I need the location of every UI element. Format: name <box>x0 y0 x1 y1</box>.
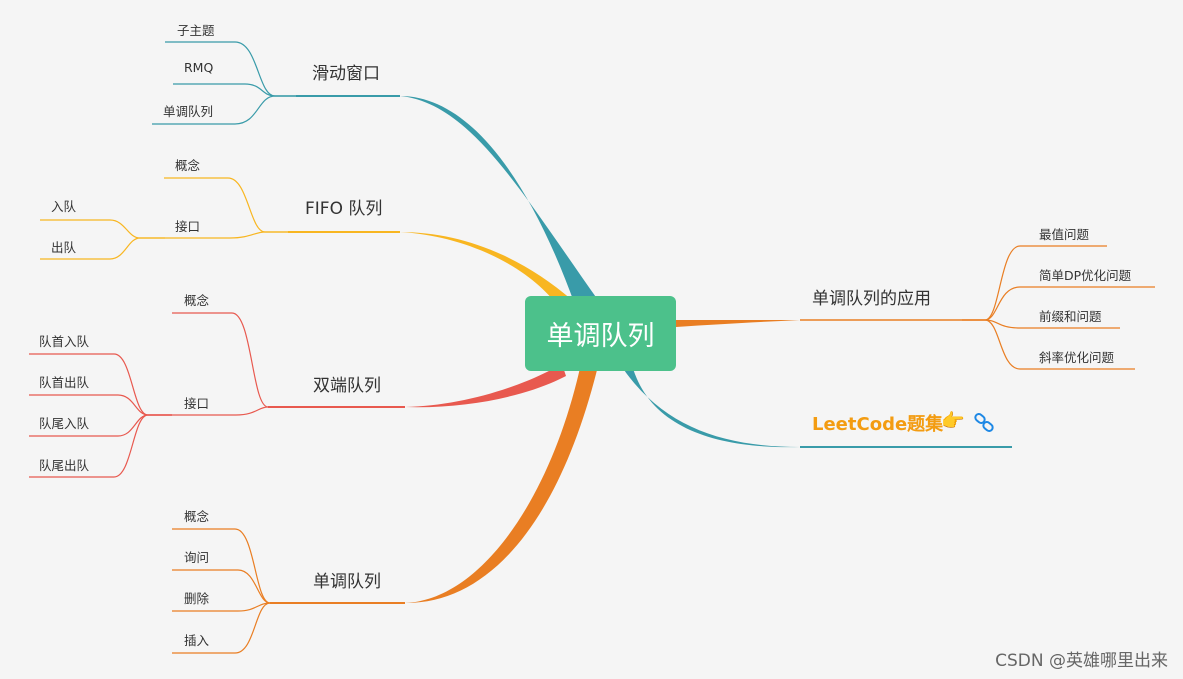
subtopic-deque-interface[interactable]: 接口 <box>184 396 210 411</box>
topic-sliding-window[interactable]: 滑动窗口 <box>312 64 380 84</box>
pointing-hand-icon: 👉 <box>941 410 965 432</box>
subtopic-mono-delete[interactable]: 删除 <box>184 591 210 606</box>
subtopic-fifo-enqueue[interactable]: 入队 <box>51 199 77 214</box>
branch-leetcode-main <box>620 364 800 448</box>
sliding-window-connectors <box>152 41 296 125</box>
subtopic-app-extremum[interactable]: 最值问题 <box>1039 227 1090 242</box>
subtopic-fifo-concept[interactable]: 概念 <box>175 158 201 173</box>
topic-application[interactable]: 单调队列的应用 <box>812 289 931 309</box>
mono-connectors <box>172 528 271 654</box>
subtopic-sliding-window-3[interactable]: 单调队列 <box>163 104 214 119</box>
subtopic-app-dp[interactable]: 简单DP优化问题 <box>1039 268 1132 283</box>
subtopic-deque-concept[interactable]: 概念 <box>184 293 210 308</box>
subtopic-sliding-window-2[interactable]: RMQ <box>184 60 214 75</box>
topic-monotone-queue[interactable]: 单调队列 <box>313 572 381 592</box>
branch-fifo-main <box>400 232 572 312</box>
link-icon[interactable] <box>973 413 995 433</box>
subtopic-mono-concept[interactable]: 概念 <box>184 509 210 524</box>
subtopic-mono-insert[interactable]: 插入 <box>184 633 210 648</box>
subtopic-mono-query[interactable]: 询问 <box>184 550 210 565</box>
subtopic-deque-push-front[interactable]: 队首入队 <box>39 334 90 349</box>
subtopic-app-prefix-sum[interactable]: 前缀和问题 <box>1039 309 1102 324</box>
branch-sliding-window-main <box>400 96 598 305</box>
application-connectors <box>962 245 1155 370</box>
subtopic-fifo-interface[interactable]: 接口 <box>175 219 201 234</box>
branch-mono-main <box>405 366 598 604</box>
fifo-connectors <box>40 177 288 260</box>
subtopic-deque-pop-back[interactable]: 队尾出队 <box>39 458 90 473</box>
branch-application-main <box>676 320 800 327</box>
subtopic-deque-push-back[interactable]: 队尾入队 <box>39 416 90 431</box>
subtopic-sliding-window-1[interactable]: 子主题 <box>177 23 215 38</box>
topic-deque[interactable]: 双端队列 <box>313 376 381 396</box>
topic-leetcode-link[interactable]: LeetCode题集 <box>812 414 944 435</box>
watermark: CSDN @英雄哪里出来 <box>995 651 1168 671</box>
subtopic-app-slope[interactable]: 斜率优化问题 <box>1039 350 1115 365</box>
deque-connectors <box>29 312 269 478</box>
subtopic-fifo-dequeue[interactable]: 出队 <box>51 240 77 255</box>
subtopic-deque-pop-front[interactable]: 队首出队 <box>39 375 90 390</box>
root-topic-label: 单调队列 <box>546 321 655 352</box>
root-topic[interactable]: 单调队列 <box>525 296 676 371</box>
topic-fifo-queue[interactable]: FIFO 队列 <box>305 199 383 219</box>
branch-deque-main <box>405 364 566 408</box>
